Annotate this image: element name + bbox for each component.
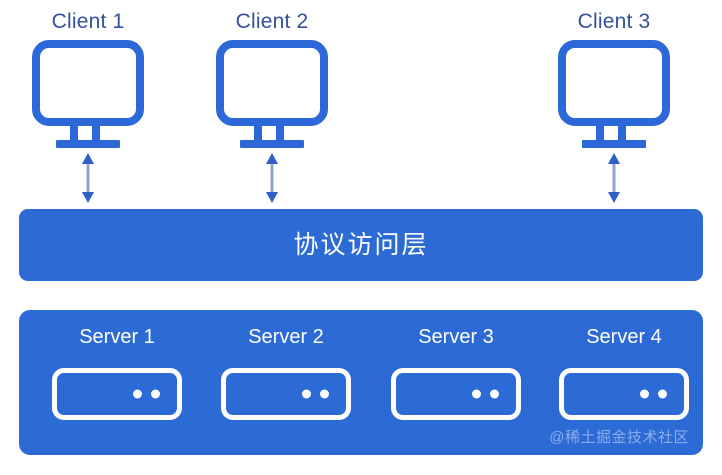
monitor-icon <box>216 40 328 148</box>
indicator-dot <box>133 389 142 399</box>
server-indicator-dots <box>133 389 160 399</box>
indicator-dot <box>472 389 481 399</box>
client-label-2: Client 2 <box>235 10 309 33</box>
server-chassis-icon <box>391 368 521 420</box>
client-node-1: Client 1 <box>22 8 154 158</box>
server-label-2: Server 2 <box>248 326 324 348</box>
protocol-access-layer: 协议访问层 <box>19 209 703 281</box>
server-indicator-dots <box>472 389 499 399</box>
connector-arrow-client-3 <box>608 153 620 203</box>
indicator-dot <box>302 389 311 399</box>
server-node-3: Server 3 <box>380 324 532 442</box>
indicator-dot <box>640 389 649 399</box>
client-label-3: Client 3 <box>577 10 651 33</box>
client-label-1: Client 1 <box>51 10 125 33</box>
monitor-icon <box>32 40 144 148</box>
server-indicator-dots <box>302 389 329 399</box>
server-node-1: Server 1 <box>41 324 193 442</box>
client-node-2: Client 2 <box>206 8 338 158</box>
server-node-4: Server 4 <box>548 324 700 442</box>
watermark: @稀土掘金技术社区 <box>549 429 689 446</box>
server-node-2: Server 2 <box>210 324 362 442</box>
server-label-4: Server 4 <box>586 326 662 348</box>
server-label-1: Server 1 <box>79 326 155 348</box>
indicator-dot <box>658 389 667 399</box>
server-label-3: Server 3 <box>418 326 494 348</box>
connector-arrow-client-1 <box>82 153 94 203</box>
server-cluster-panel: Server 1 Server 2 Server 3 <box>19 310 703 455</box>
protocol-layer-label: 协议访问层 <box>293 230 429 259</box>
indicator-dot <box>151 389 160 399</box>
server-chassis-icon <box>52 368 182 420</box>
server-chassis-icon <box>559 368 689 420</box>
indicator-dot <box>490 389 499 399</box>
server-chassis-icon <box>221 368 351 420</box>
server-indicator-dots <box>640 389 667 399</box>
client-node-3: Client 3 <box>548 8 680 158</box>
monitor-icon <box>558 40 670 148</box>
connector-arrow-client-2 <box>266 153 278 203</box>
indicator-dot <box>320 389 329 399</box>
